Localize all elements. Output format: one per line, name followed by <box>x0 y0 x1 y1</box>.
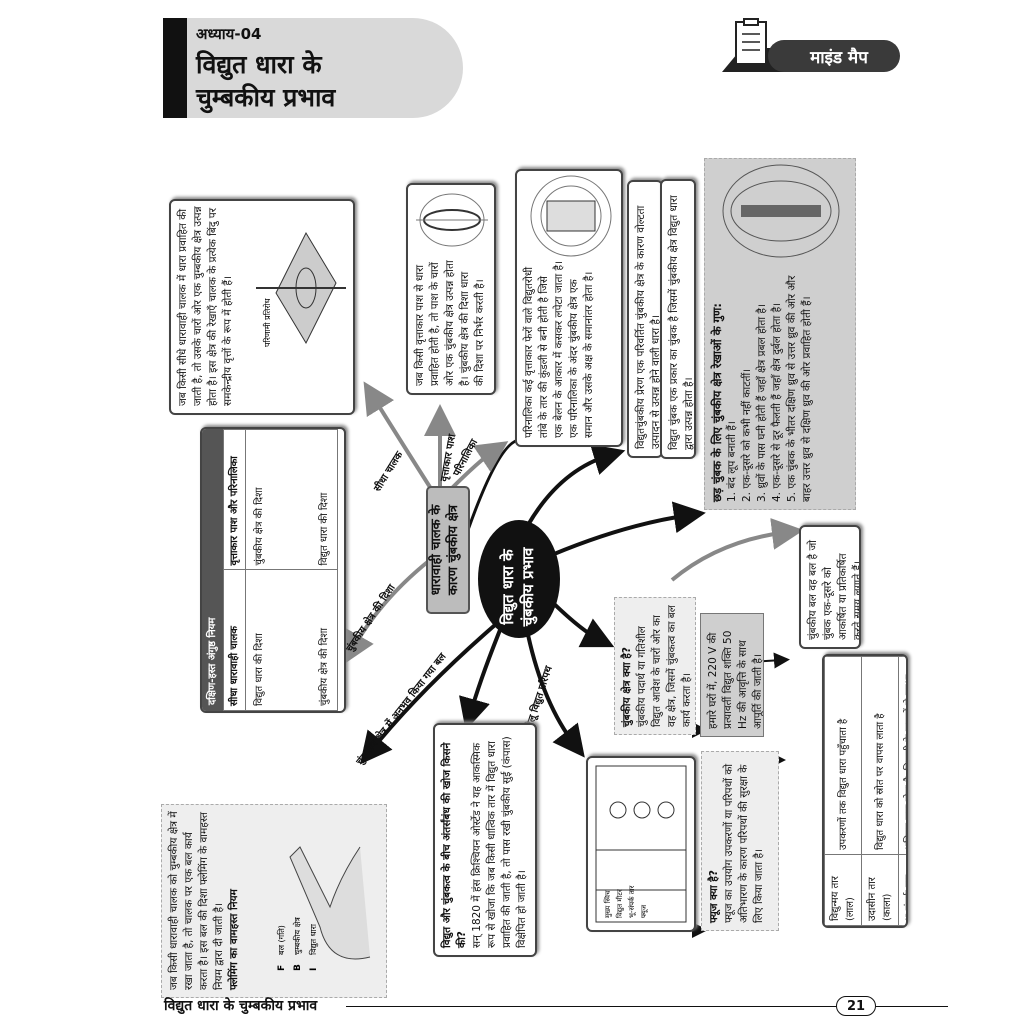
chapter-number: अध्याय-04 <box>196 25 262 43</box>
svg-text:I: I <box>309 968 319 971</box>
ac-supply-card: हमारे घरों में, 220 V की प्रत्यावर्ती वि… <box>700 613 764 737</box>
page-number: 21 <box>836 996 876 1016</box>
svg-text:भू-संपर्क तार: भू-संपर्क तार <box>627 885 636 918</box>
straight-conductor-diagram: परिणामी प्रतिरोध <box>256 231 346 347</box>
straight-conductor-card: जब किसी सीधे धारावाही चालक में धारा प्रव… <box>169 199 355 415</box>
mind-map-badge: माइंड मैप <box>768 40 900 72</box>
solenoid-diagram <box>530 175 612 257</box>
central-topic <box>478 520 560 638</box>
svg-text:फ्यूज: फ्यूज <box>640 904 648 918</box>
solenoid-card: परिनालिका कई वृत्ताकार फेरों वाले विद्यु… <box>515 169 623 447</box>
induction-card: विद्युतचुंबकीय प्रेरण एक परिवर्तित चुंबक… <box>627 180 663 458</box>
magnetic-field-card: चुंबकीय क्षेत्र क्या है? चुंबकीय पदार्थ … <box>614 597 696 735</box>
svg-text:B: B <box>293 964 303 971</box>
header-accent-bar <box>163 18 187 118</box>
field-line-properties-card: छड़ चुंबक के लिए चुंबकीय क्षेत्र रेखाओं … <box>704 158 856 510</box>
svg-text:F: F <box>277 965 287 971</box>
svg-text:चुम्बकीय क्षेत्र: चुम्बकीय क्षेत्र <box>292 917 303 955</box>
circular-loop-diagram <box>416 193 488 247</box>
hub-conductor-field: धारावाही चालक के कारण चुंबकीय क्षेत्र <box>426 486 470 614</box>
thumb-rule-card: दक्षिण-हस्त अंगुष्ठ नियम सीधा धारावाही च… <box>200 427 346 713</box>
svg-text:बल (गति): बल (गति) <box>276 925 286 955</box>
footer-rule-right <box>876 1006 948 1007</box>
bar-magnet-diagram <box>722 164 840 258</box>
header-banner <box>163 18 463 118</box>
left-hand-diagram: F बल (गति) B चुम्बकीय क्षेत्र I विद्युत … <box>276 846 371 971</box>
electromagnet-card: विद्युत चुंबक एक प्रकार का चुंबक है जिसम… <box>660 179 696 459</box>
central-topic-label: विद्युत धारा के चुंबकीय प्रभाव <box>499 547 537 627</box>
svg-text:विद्युत मीटर: विद्युत मीटर <box>615 889 624 918</box>
svg-text:मुख्य स्विच: मुख्य स्विच <box>603 890 612 918</box>
magnetic-force-card: चुंबकीय बल वह बल है जो चुंबक एक-दूसरे को… <box>799 525 861 649</box>
circular-loop-card: जब किसी वृत्ताकार पाश से धारा प्रवाहित ह… <box>406 183 496 395</box>
fuse-card: फ्यूज क्या है? फ्यूज का उपयोग उपकरणों या… <box>701 751 779 931</box>
svg-text:विद्युत धारा: विद्युत धारा <box>308 923 319 955</box>
page-title: विद्युत धारा के चुम्बकीय प्रभाव <box>196 50 336 112</box>
thumb-rule-table: सीधा धारावाही चालक वृत्ताकार पाश और परिन… <box>223 429 338 711</box>
footer-title: विद्युत धारा के चुम्बकीय प्रभाव <box>164 998 318 1014</box>
wires-table-card: विद्युन्मय तार (लाल)उपकरणों तक विद्युत ध… <box>822 654 908 928</box>
domestic-circuit-card: मुख्य स्विच विद्युत मीटर भू-संपर्क तार फ… <box>586 756 696 932</box>
fleming-left-hand-card: जब किसी धारावाही चालक को चुम्बकीय क्षेत्… <box>161 804 387 998</box>
svg-text:परिणामी प्रतिरोध: परिणामी प्रतिरोध <box>262 297 272 347</box>
circuit-diagram: मुख्य स्विच विद्युत मीटर भू-संपर्क तार फ… <box>595 765 687 923</box>
oersted-card: विद्युत और चुंबकत्व के बीच अंतर्संबंध की… <box>433 723 537 957</box>
footer-rule <box>346 1006 836 1007</box>
wires-table: विद्युन्मय तार (लाल)उपकरणों तक विद्युत ध… <box>824 656 908 926</box>
